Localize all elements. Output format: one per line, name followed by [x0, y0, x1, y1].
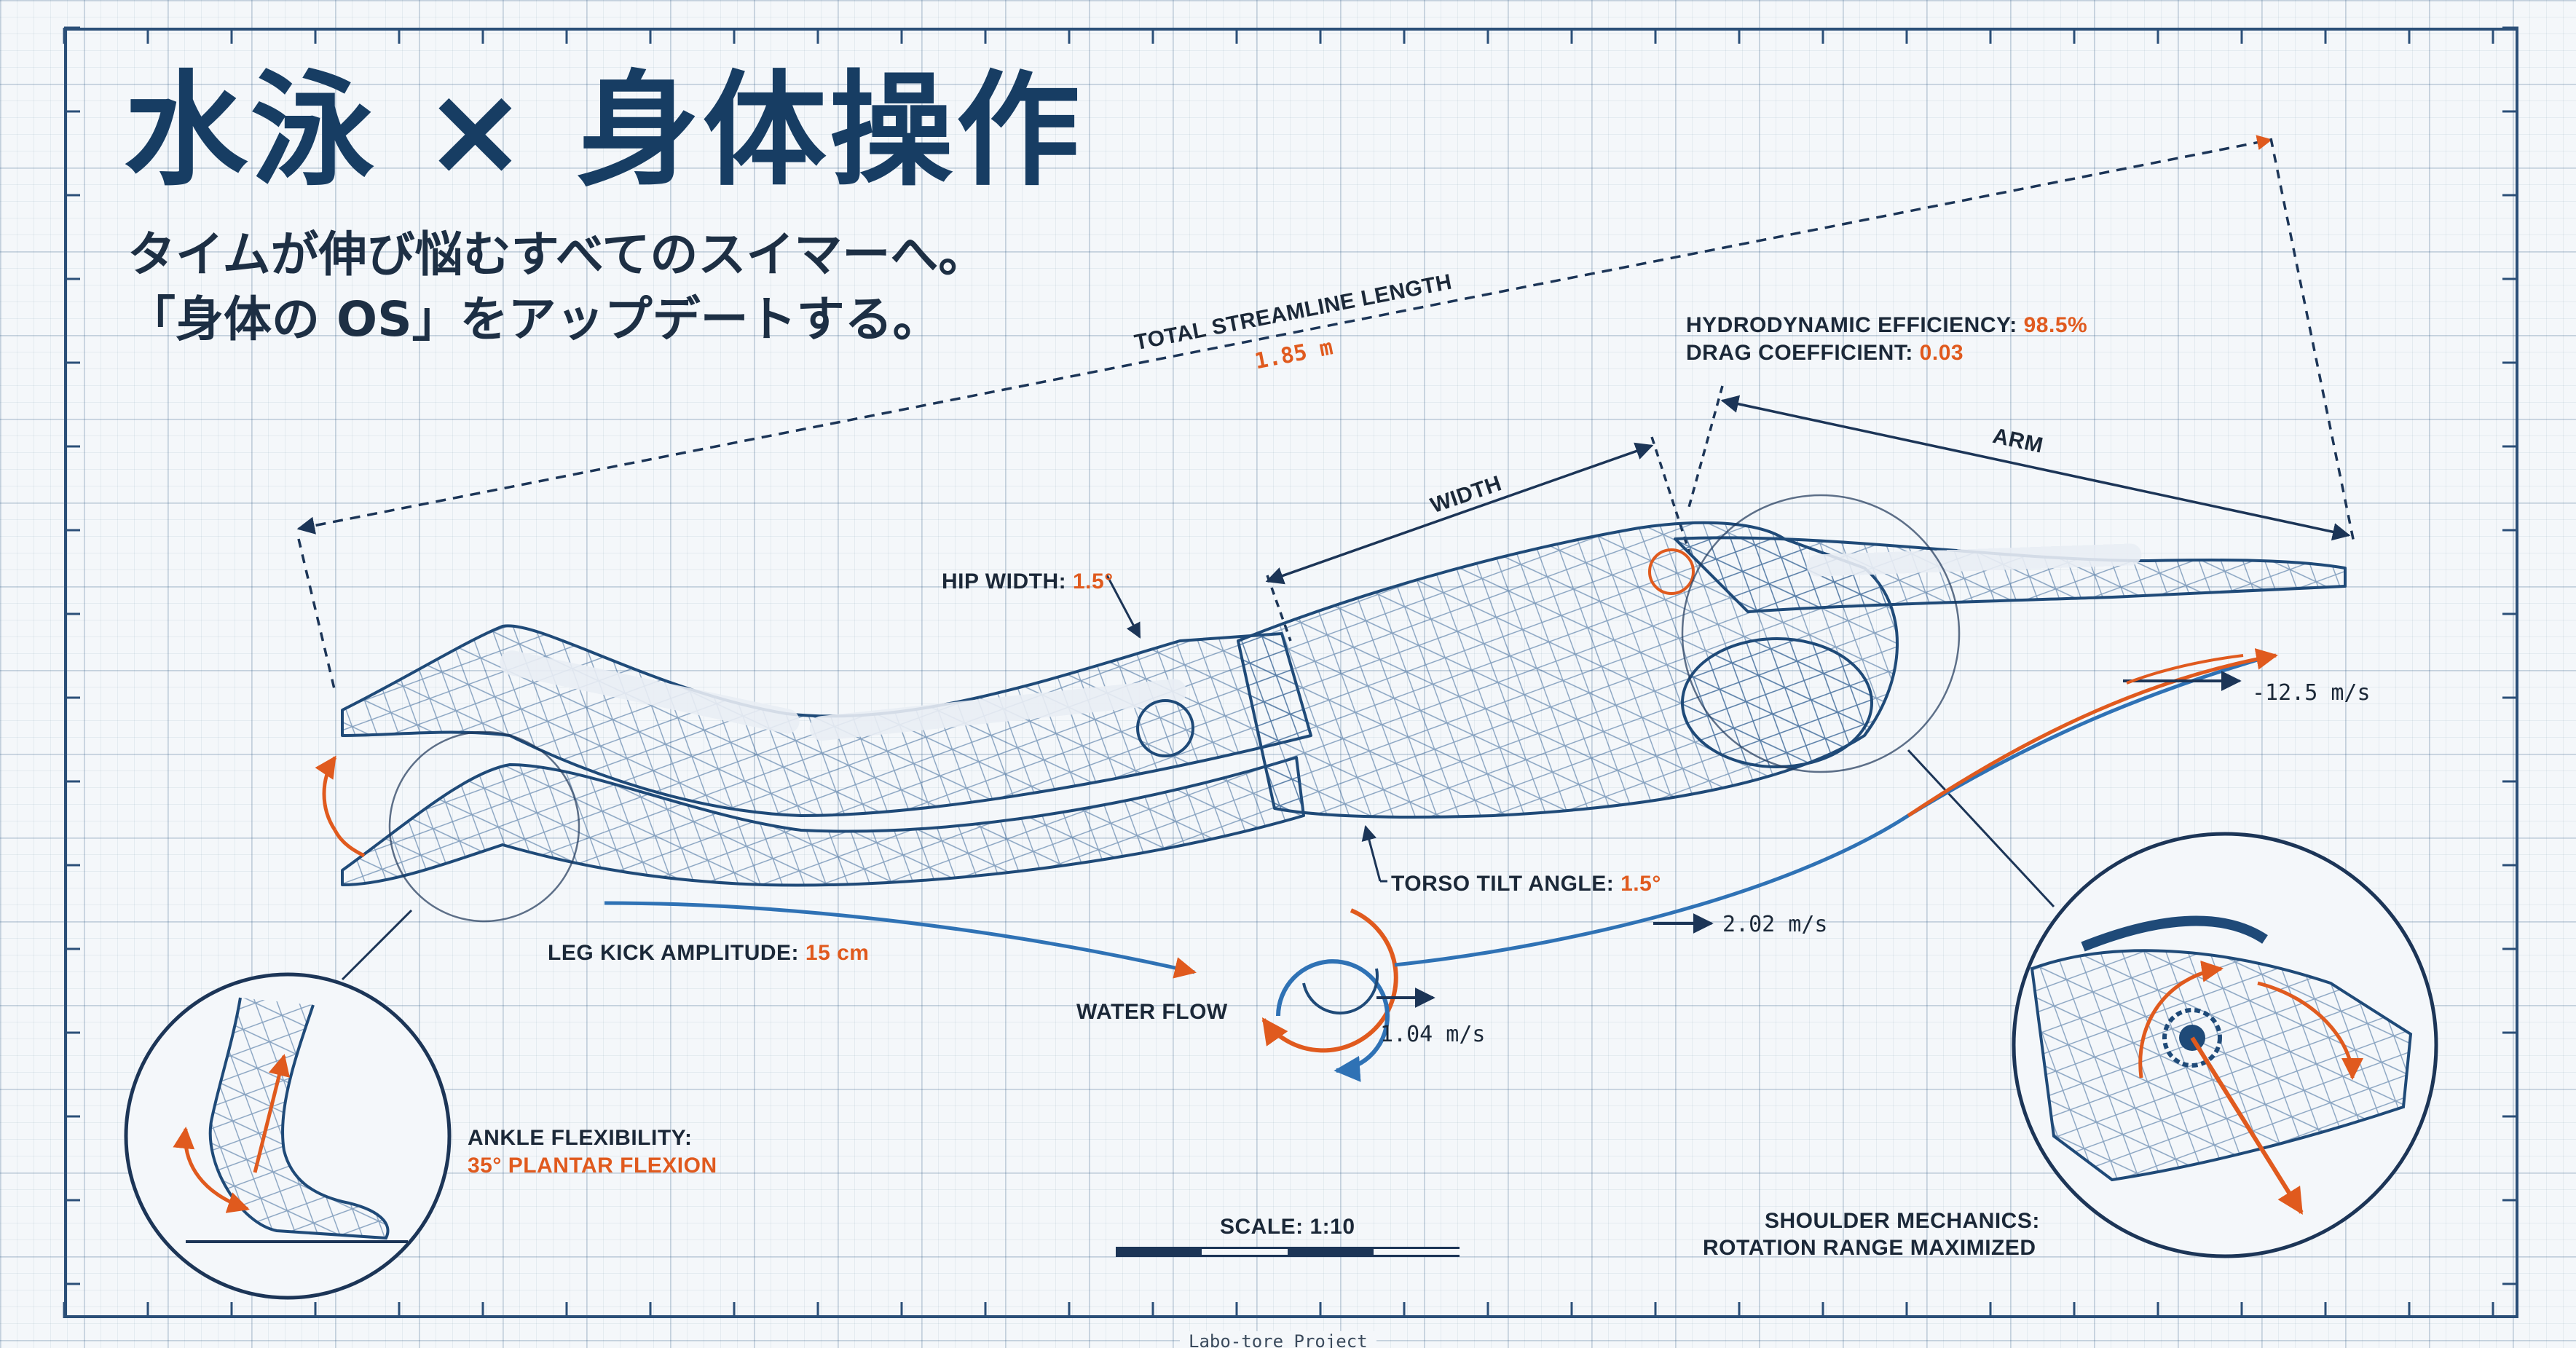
drawing-frame — [64, 28, 2518, 1318]
flow-paths — [604, 648, 2278, 1008]
shoulder-mechanics-line-2: ROTATION RANGE MAXIMIZED — [1703, 1236, 2036, 1260]
leader-lines — [1106, 575, 1387, 883]
efficiency-value: 98.5% — [2023, 313, 2088, 337]
water-flow-label: WATER FLOW — [1076, 1000, 1228, 1024]
hip-width-value: 1.5° — [1072, 569, 1114, 594]
leg-kick-label: LEG KICK AMPLITUDE: — [548, 941, 800, 965]
hip-width-metric: HIP WIDTH: 1.5° — [942, 569, 1114, 594]
speed-mid: 2.02 m/s — [1722, 912, 1828, 937]
ankle-guide-circle — [388, 730, 580, 923]
ankle-flexibility-label: ANKLE FLEXIBILITY: — [468, 1126, 693, 1150]
speed-front: -12.5 m/s — [2252, 680, 2371, 706]
efficiency-metric: HYDRODYNAMIC EFFICIENCY: 98.5% — [1686, 313, 2087, 338]
shoulder-mechanics-line-1: SHOULDER MECHANICS: — [1765, 1209, 2040, 1233]
drag-value: 0.03 — [1919, 341, 1964, 365]
scale-bar — [1116, 1247, 1460, 1257]
subtitle-line-1: タイムが伸び悩むすべてのスイマーへ。 — [127, 226, 987, 283]
torso-tilt-value: 1.5° — [1620, 872, 1661, 896]
shoulder-guide-circle — [1681, 494, 1961, 773]
scale-label: SCALE: 1:10 — [1220, 1215, 1355, 1239]
water-flow-vortex — [1261, 908, 1398, 1082]
speed-low: 1.04 m/s — [1380, 1022, 1486, 1047]
shoulder-inset — [1907, 749, 2438, 1258]
subtitle-line-2: 「身体の OS」をアップデートする。 — [127, 291, 941, 348]
arm-dimension — [1687, 385, 2351, 541]
subtitle: タイムが伸び悩むすべてのスイマーへ。 「身体の OS」をアップデートする。 — [127, 222, 986, 352]
drag-metric: DRAG COEFFICIENT: 0.03 — [1686, 341, 1963, 366]
ankle-inset — [124, 909, 452, 1300]
efficiency-label: HYDRODYNAMIC EFFICIENCY: — [1686, 313, 2017, 337]
swimmer-figure — [341, 521, 2347, 887]
torso-tilt-metric: TORSO TILT ANGLE: 1.5° — [1391, 872, 1661, 896]
leg-kick-metric: LEG KICK AMPLITUDE: 15 cm — [548, 941, 869, 966]
torso-tilt-label: TORSO TILT ANGLE: — [1391, 872, 1615, 896]
leg-kick-value: 15 cm — [805, 941, 870, 965]
page-title: 水泳 × 身体操作 — [124, 59, 1083, 203]
ruler-ticks — [63, 26, 2518, 1318]
drag-label: DRAG COEFFICIENT: — [1686, 341, 1913, 365]
kick-arrows — [315, 755, 366, 858]
footer-credit: Labo-tore Project — [1180, 1331, 1376, 1348]
ankle-flexibility-value: 35° PLANTAR FLEXION — [468, 1154, 717, 1178]
hip-width-label: HIP WIDTH: — [942, 569, 1067, 594]
